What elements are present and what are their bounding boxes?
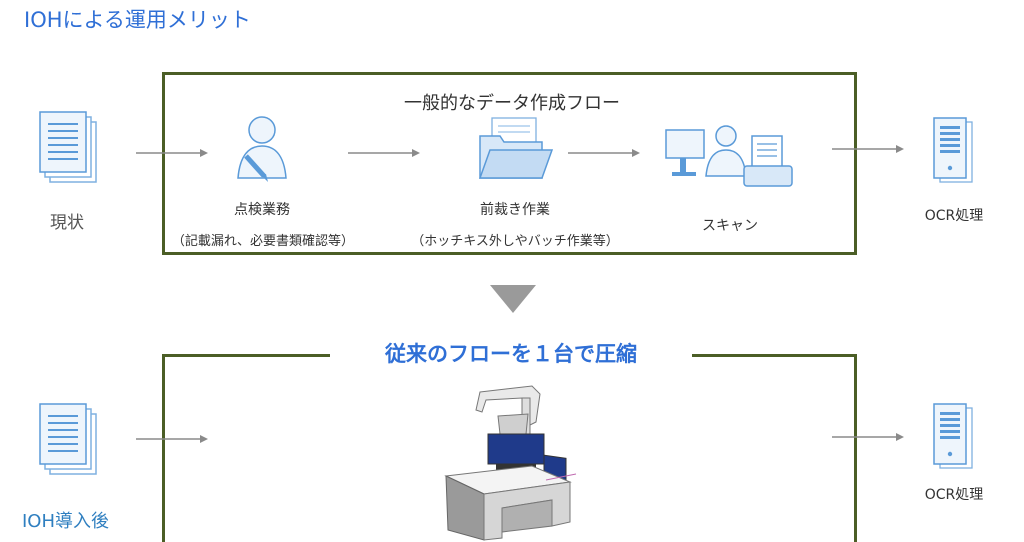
step2-label: 前裁き作業 <box>480 202 550 218</box>
after-ioh-label: IOH導入後 <box>22 511 110 532</box>
server-icon <box>933 403 973 469</box>
document-stack-icon <box>39 403 97 475</box>
arrow-icon <box>136 149 208 157</box>
arrow-icon <box>348 149 420 157</box>
document-stack-icon <box>39 111 97 183</box>
step1-sub: （記載漏れ、必要書類確認等） <box>171 234 355 249</box>
arrow-icon <box>832 145 904 153</box>
step2-sub: （ホッチキス外しやバッチ作業等） <box>411 234 619 249</box>
general-flow-frame <box>162 72 857 255</box>
worker-pen-icon <box>237 116 287 182</box>
server-icon <box>933 117 973 183</box>
ioh-device-image <box>444 385 577 541</box>
compression-banner: 従来のフローを１台で圧縮 <box>330 337 692 371</box>
step3-label: スキャン <box>702 218 758 234</box>
down-arrow-icon <box>490 285 536 313</box>
step1-label: 点検業務 <box>234 202 290 218</box>
ocr-label-bottom: OCR処理 <box>924 487 984 503</box>
ocr-label-top: OCR処理 <box>924 208 984 224</box>
arrow-icon <box>832 433 904 441</box>
arrow-icon <box>136 435 208 443</box>
arrow-icon <box>568 149 640 157</box>
current-state-label: 現状 <box>50 213 84 233</box>
scanner-operator-icon <box>665 125 793 187</box>
general-flow-title: 一般的なデータ作成フロー <box>404 93 620 114</box>
page-title: IOHによる運用メリット <box>24 8 251 32</box>
folder-icon <box>478 117 554 179</box>
